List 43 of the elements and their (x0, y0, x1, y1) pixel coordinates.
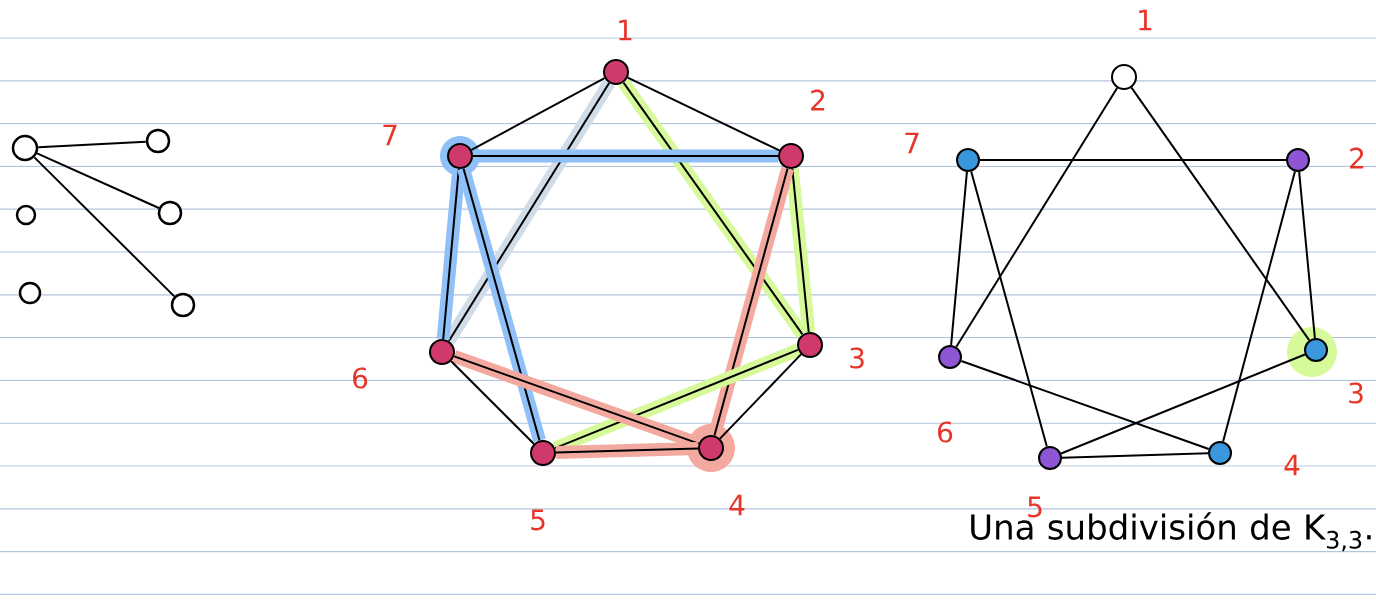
graph-edge (785, 167, 816, 334)
graph-edge (436, 167, 466, 341)
graph-edge (1298, 170, 1316, 340)
vertex-number: 3 (1349, 382, 1363, 404)
vertex-number: 4 (729, 494, 745, 516)
graph-edge (960, 360, 1210, 450)
graph-edge (950, 170, 968, 347)
vertex-number: 2 (1350, 147, 1364, 169)
graph-edge (470, 77, 606, 151)
vertex-number: 6 (353, 367, 368, 389)
graph-edge (555, 441, 699, 460)
graph-edge (719, 353, 802, 440)
vertex-dot (11, 134, 39, 162)
graph-edge (618, 78, 808, 339)
vertex-number: 1 (619, 19, 632, 41)
vertex-number: 7 (905, 132, 919, 154)
vertex-number: 3 (850, 347, 864, 369)
graph-edge (1222, 170, 1296, 443)
vertex-dot (18, 281, 42, 305)
vertex-number: 2 (811, 89, 825, 111)
graph-edge (36, 152, 160, 209)
vertex-dot (157, 200, 183, 226)
vertex-number: 4 (1284, 454, 1300, 476)
vertex-number: 1 (1139, 9, 1152, 31)
vertex-dot (145, 128, 171, 154)
graph-edge (979, 159, 1287, 161)
graph-edge (1130, 86, 1311, 342)
vertex-number: 7 (383, 124, 397, 146)
graph-edge (457, 166, 546, 443)
graph-edge (37, 140, 147, 149)
graph-edge (33, 156, 176, 298)
graph-edge (626, 76, 781, 152)
graph-edge (1061, 452, 1209, 459)
graph-edge (450, 360, 535, 445)
vertex-dot (170, 292, 196, 318)
graph-edge (708, 166, 794, 438)
vertex-number: 5 (531, 509, 545, 531)
vertex-number: 6 (938, 421, 953, 443)
graph-edge (955, 87, 1119, 348)
vertex-dot (15, 204, 37, 226)
graph-edge (970, 170, 1048, 448)
graph-edge (472, 149, 779, 163)
graph-edge (1060, 353, 1306, 455)
